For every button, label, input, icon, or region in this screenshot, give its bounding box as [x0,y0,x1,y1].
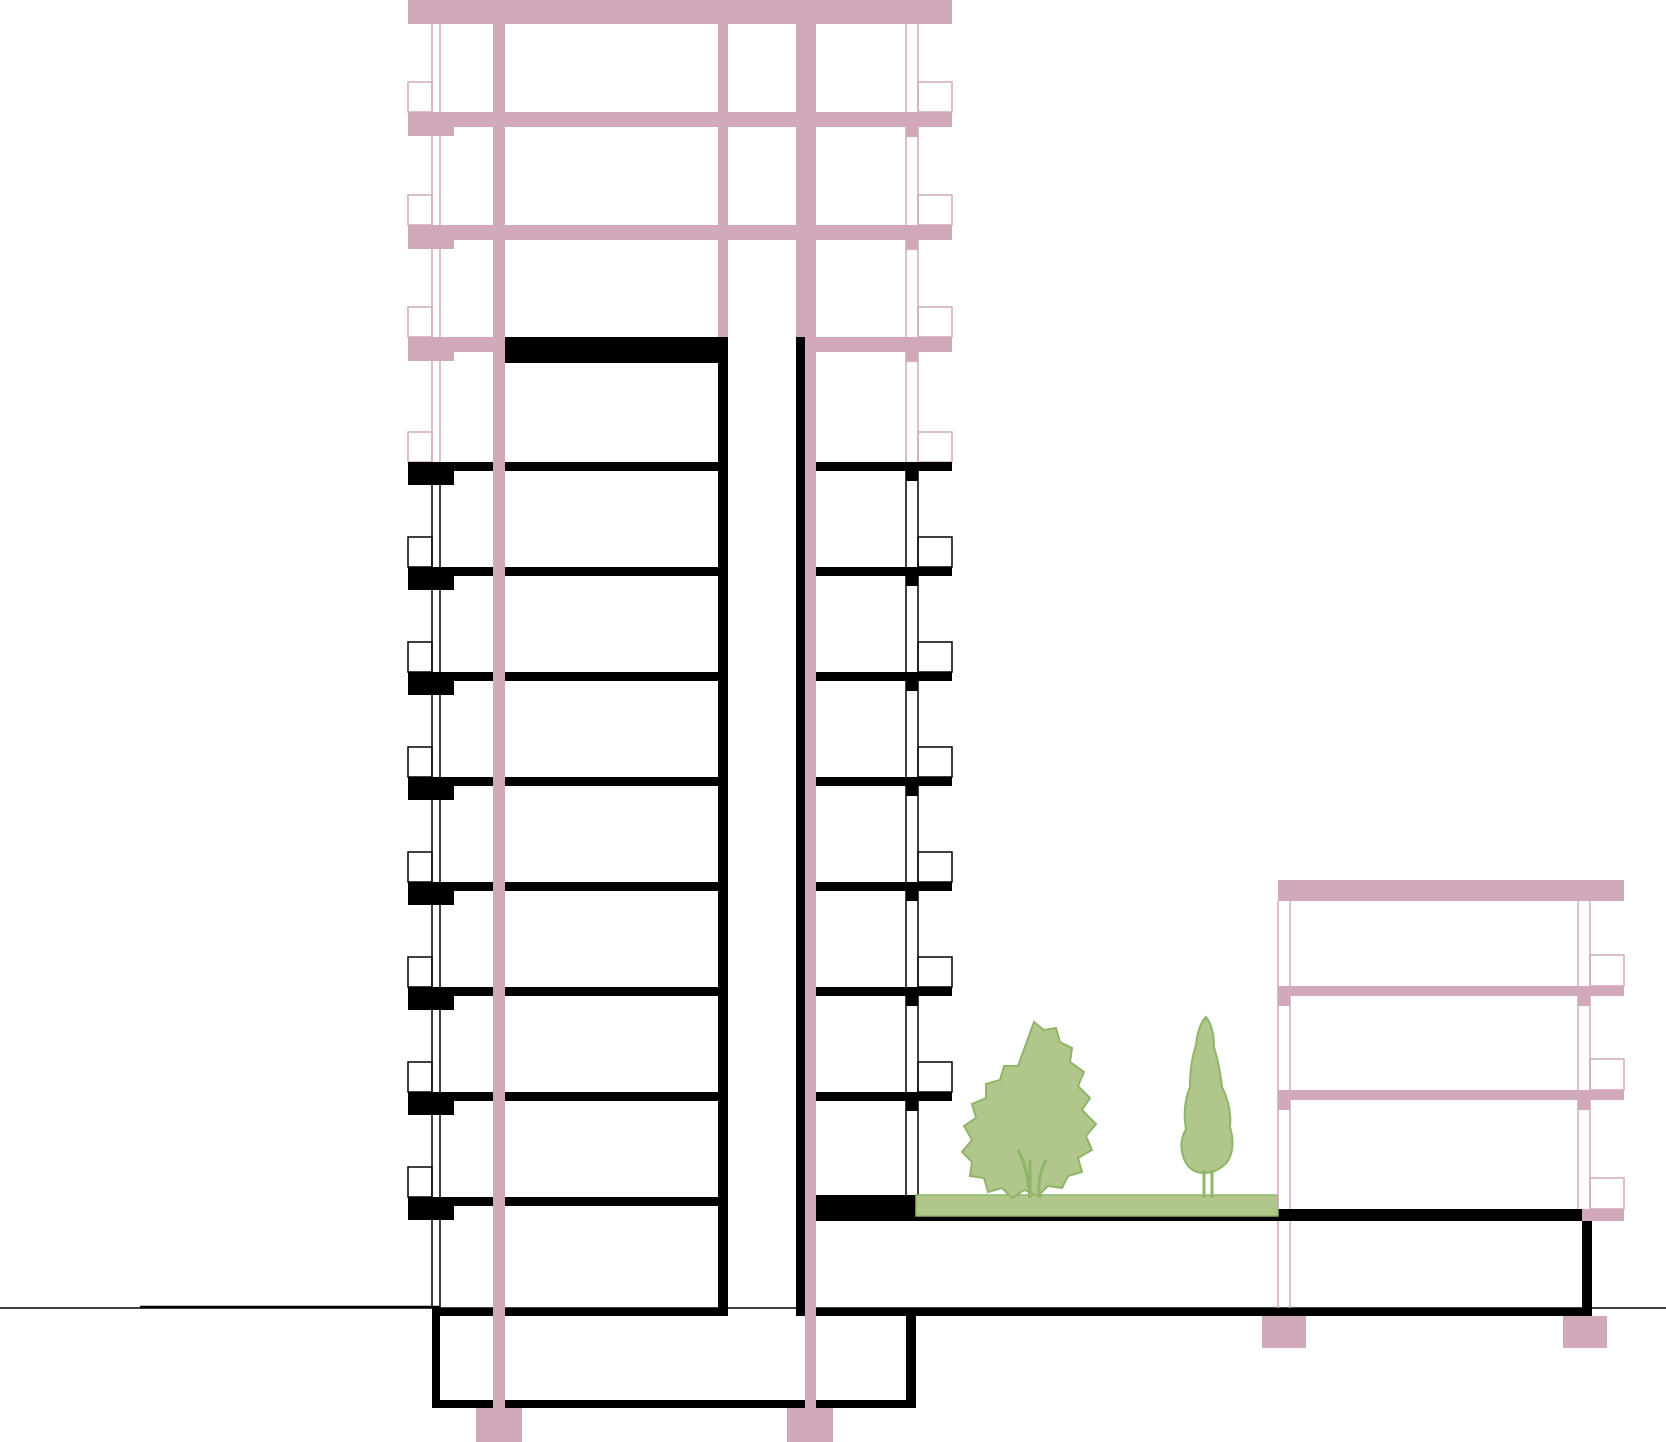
tower-core-wall-left [718,337,728,1316]
tower-existing-balcony [407,1166,433,1198]
tower-existing-slab [816,1092,952,1101]
tower-existing-floors [432,337,1592,1408]
tower-existing-balcony-drop [408,777,454,800]
tower-existing-balcony-drop [408,882,454,905]
tower-existing-slab-drop [906,681,918,691]
tower-existing-slab [816,882,952,891]
tower-existing-slab-drop [906,576,918,586]
tower-existing-slab [408,567,728,576]
low-block-facade [1277,901,1625,1210]
podium-facade [1277,1221,1291,1308]
broadleaf-tree-icon [960,1020,1098,1200]
tower-existing-balcony [917,956,953,988]
tower-existing-slab [816,462,952,471]
tower-existing-balcony [917,536,953,568]
basement-wall [906,1308,916,1408]
new-column [796,24,816,337]
tower-existing-slab [816,672,952,681]
tower-existing-roof-slab [498,337,728,363]
tower-existing-balcony [917,1061,953,1093]
new-foundation-pad [476,1408,522,1442]
tower-existing-balcony-drop [408,1092,454,1115]
new-column [493,24,505,1424]
tower-new-slab [816,337,952,352]
low-block-new-slab [1278,1090,1624,1100]
basement-wall [432,1308,440,1408]
tower-existing-slab [408,777,728,786]
new-foundation-pad [1563,1316,1607,1348]
tower-existing-balcony [407,746,433,778]
tower-existing-slab-drop [906,786,918,796]
tower-existing-balcony [407,956,433,988]
tower-existing-balcony [917,746,953,778]
low-block-new-slab [1278,986,1624,996]
podium-roof-slab-thick [816,1195,916,1221]
tower-new-slab [408,112,952,127]
tower-existing-slab [408,987,728,996]
tower-existing-slab-drop [906,471,918,481]
tower-existing-slab [816,777,952,786]
tower-roof-slab [408,0,952,24]
courtyard-green-roof [915,1194,1279,1217]
tower-existing-balcony [917,851,953,883]
tower-existing-slab [816,567,952,576]
ground-line [0,1305,1666,1309]
tower-existing-balconies [407,536,953,1198]
tower-existing-balcony [407,851,433,883]
tower-existing-slab-drop [906,1101,918,1111]
low-block-roof-slab [1278,880,1624,901]
tower-existing-balcony-drop [408,672,454,695]
tower-existing-balcony [407,641,433,673]
tower-existing-slab-drop [906,891,918,901]
new-column [805,337,816,1424]
new-column [718,24,728,337]
tower-new-slab [408,225,952,240]
cypress-tree-icon [1180,1015,1234,1198]
tower-existing-slabs [408,337,952,1316]
basement-floor [432,1400,916,1408]
tower-existing-balcony [407,1061,433,1093]
tower-existing-slab [408,882,728,891]
low-block-new-slab [1582,1209,1624,1221]
tower-new-facade [407,24,953,465]
tower-existing-slab [408,1092,728,1101]
tower-existing-slab [408,672,728,681]
tower-new-floors [408,0,952,362]
new-foundation-pad [787,1408,833,1442]
new-foundation-pad [1262,1316,1306,1348]
tower-existing-balcony [917,641,953,673]
tower-existing-balcony-drop [408,462,454,485]
tower-core-wall-right [796,337,806,1316]
tower-existing-balcony-drop [408,1197,454,1220]
tower-existing-slab [408,462,728,471]
low-block-new-floors [1262,880,1624,1348]
tower-existing-balcony-drop [408,567,454,590]
tower-existing-balcony [407,536,433,568]
tower-existing-balcony-drop [408,987,454,1010]
tower-existing-slab [408,1197,728,1206]
tower-existing-slab [816,987,952,996]
tower-new-columns [476,24,833,1442]
tower-existing-slab-drop [906,996,918,1006]
podium-end-wall [1582,1209,1592,1316]
